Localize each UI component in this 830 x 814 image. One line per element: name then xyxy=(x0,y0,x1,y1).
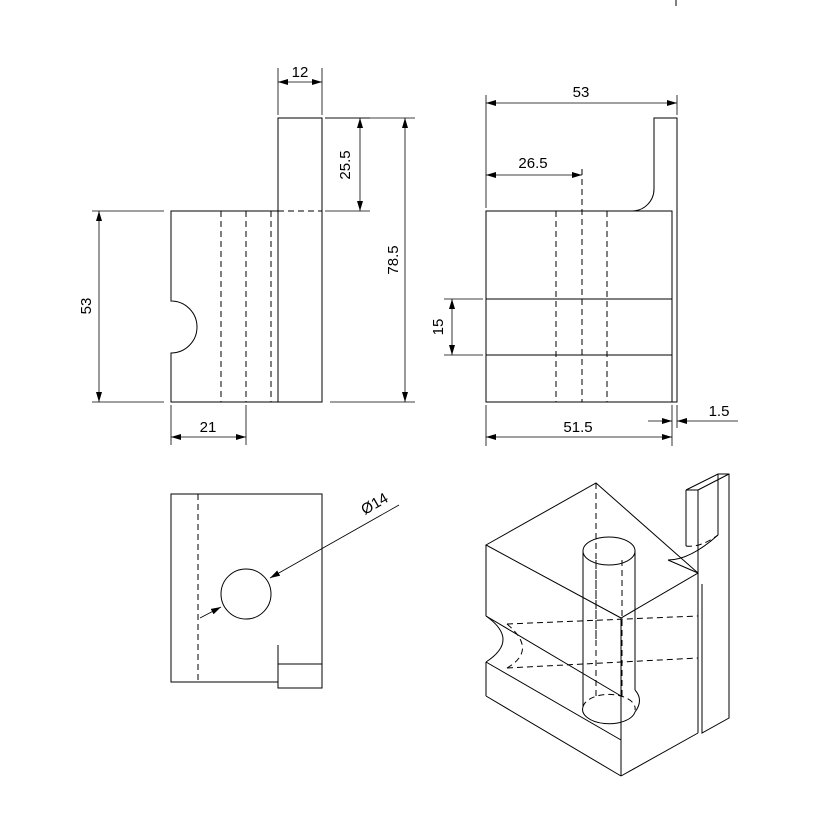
dimension-78-5: 78.5 xyxy=(325,117,415,403)
iso-hole-top xyxy=(582,536,636,566)
dimension-78-5-label: 78.5 xyxy=(385,245,402,274)
side-view-body xyxy=(485,210,673,403)
dimension-21: 21 xyxy=(170,405,247,445)
dimension-51-5-label: 51.5 xyxy=(563,419,592,436)
dimension-1-5-label: 1.5 xyxy=(709,403,730,420)
iso-top-face xyxy=(484,482,699,619)
dimension-diameter-14-label: Ø14 xyxy=(358,490,391,519)
dimension-1-5: 1.5 xyxy=(648,403,738,428)
dimension-12: 12 xyxy=(277,64,323,115)
top-view-hole xyxy=(220,568,272,620)
iso-hole-bottom xyxy=(582,689,640,725)
dimension-25-5-label: 25.5 xyxy=(337,150,354,179)
dimension-53-front: 53 xyxy=(78,210,164,403)
iso-plate-top-right xyxy=(697,473,730,491)
front-view: 12 25.5 78.5 53 21 xyxy=(78,64,415,445)
side-view-plate xyxy=(631,117,678,403)
dimension-15: 15 xyxy=(430,298,483,356)
iso-plate-fillet-base xyxy=(667,559,699,574)
iso-slot-bottom-edge xyxy=(485,661,622,741)
dimension-53-front-label: 53 xyxy=(78,298,95,315)
iso-semicircle-cut xyxy=(485,615,504,663)
iso-bottom-front xyxy=(485,695,622,777)
dimension-53-side: 53 xyxy=(485,84,678,208)
dimension-12-label: 12 xyxy=(292,64,309,81)
dimension-26-5: 26.5 xyxy=(486,155,582,178)
iso-plate-fillet xyxy=(667,534,719,561)
iso-hidden-slot-top xyxy=(506,615,699,625)
iso-hidden-slot-bottom xyxy=(506,657,699,669)
iso-semicircle-far xyxy=(506,623,523,669)
dimension-15-label: 15 xyxy=(430,319,447,336)
iso-slot-top-edge xyxy=(485,615,622,697)
isometric-view xyxy=(484,473,730,777)
dimension-21-label: 21 xyxy=(200,419,217,436)
dimension-53-side-label: 53 xyxy=(573,84,590,101)
iso-plate-fillet-hidden xyxy=(685,534,719,547)
iso-hole-bottom-hidden xyxy=(582,693,636,711)
iso-plate-front xyxy=(685,473,730,734)
top-view-outline xyxy=(170,493,323,689)
dimension-26-5-label: 26.5 xyxy=(518,155,547,172)
dimension-diameter-14: Ø14 xyxy=(199,490,400,619)
top-view: Ø14 xyxy=(170,490,400,689)
dimension-25-5: 25.5 xyxy=(325,117,370,212)
side-view: 53 26.5 15 51.5 1.5 xyxy=(430,84,738,446)
dimension-51-5: 51.5 xyxy=(485,405,673,446)
iso-bottom-right xyxy=(620,732,699,777)
front-view-outline xyxy=(170,117,323,403)
